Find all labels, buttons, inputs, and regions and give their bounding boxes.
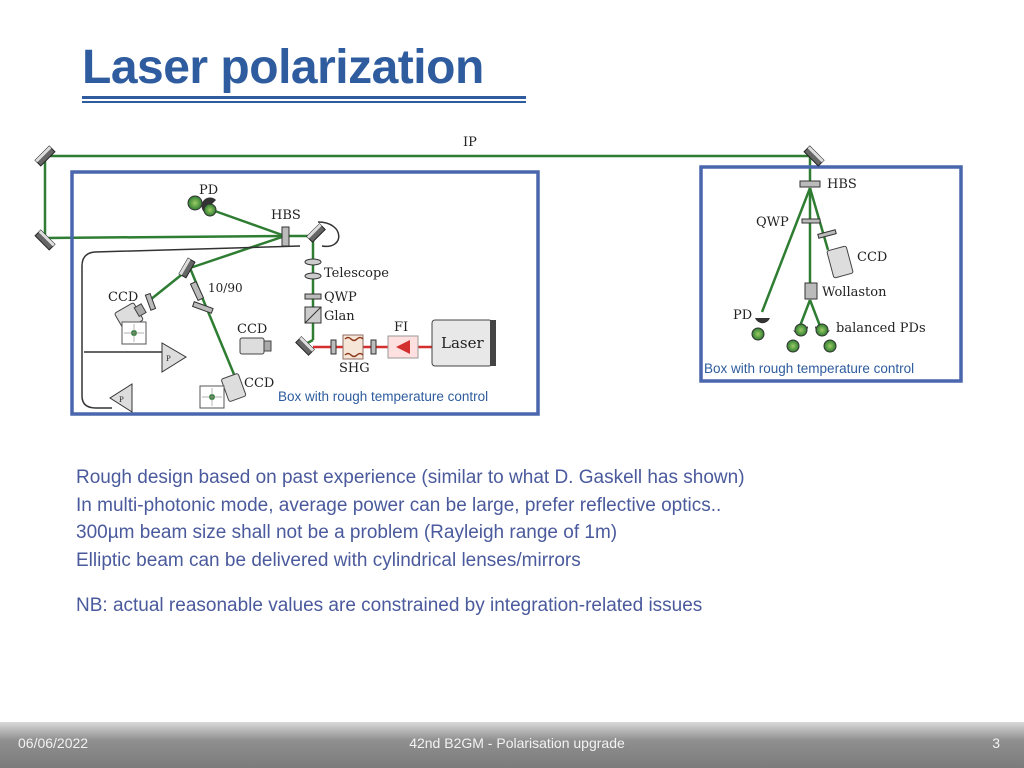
ccd-camera-right	[826, 245, 854, 279]
body-line: Rough design based on past experience (s…	[76, 467, 745, 488]
qwp-element	[304, 293, 322, 300]
svg-text:P: P	[166, 355, 171, 363]
label-ip: IP	[463, 135, 477, 150]
slide-title: Laser polarization	[82, 41, 484, 94]
body-line: 300µm beam size shall not be a problem (…	[76, 522, 618, 543]
mirror-hbs-right	[306, 223, 326, 243]
label-qwp-right: QWP	[756, 215, 789, 230]
label-fi: FI	[394, 320, 408, 335]
photodiode-pd-left	[187, 195, 217, 217]
label-balanced-pds: balanced PDs	[836, 321, 926, 336]
hbs-right-element	[799, 180, 821, 188]
label-glan: Glan	[324, 309, 355, 324]
label-qwp-left: QWP	[324, 290, 357, 305]
mirror-bottom-left	[34, 229, 56, 251]
caption-left-box: Box with rough temperature control	[278, 389, 488, 404]
faraday-isolator	[387, 335, 419, 359]
left-enclosure	[70, 170, 540, 416]
qwp-right-element	[801, 218, 821, 224]
glan-prism	[304, 306, 322, 324]
photodiode-pd-right	[751, 318, 770, 341]
body-line: In multi-photonic mode, average power ca…	[76, 494, 722, 516]
label-pd-right: PD	[733, 308, 752, 323]
title-underline	[82, 96, 526, 99]
ccd-camera-bottom	[221, 373, 247, 402]
ccd-camera-mid	[239, 337, 272, 355]
mirror-fold	[295, 336, 315, 356]
laser-head	[431, 319, 496, 367]
splitter-10-90	[189, 280, 205, 302]
label-hbs-left: HBS	[271, 208, 301, 223]
slide-footer: 06/06/2022 42nd B2GM - Polarisation upgr…	[0, 722, 1024, 768]
label-laser: Laser	[441, 334, 484, 352]
body-line: Elliptic beam can be delivered with cyli…	[76, 549, 581, 571]
caption-right-box: Box with rough temperature control	[704, 361, 914, 376]
label-pd-left: PD	[199, 183, 218, 198]
wollaston-prism	[804, 282, 818, 300]
label-telescope: Telescope	[324, 266, 389, 281]
label-split-ratio: 10/90	[208, 281, 243, 295]
footer-page-number: 3	[992, 735, 1000, 751]
polarimeter-setup-diagram: P P	[34, 135, 963, 416]
label-ccd-top: CCD	[108, 290, 138, 305]
right-enclosure	[699, 165, 963, 383]
hbs-element	[281, 226, 290, 247]
lens-ccd-right	[817, 229, 837, 239]
body-note: NB: actual reasonable values are constra…	[76, 595, 703, 616]
mirror-top-right	[803, 145, 825, 167]
label-ccd-mid: CCD	[237, 322, 267, 337]
label-shg: SHG	[339, 361, 370, 376]
body-text: Rough design based on past experience (s…	[76, 464, 976, 620]
ccd-spot-bottom	[199, 385, 225, 409]
return-path	[81, 221, 340, 409]
label-ccd-bottom: CCD	[244, 376, 274, 391]
amplifier-lower: P	[109, 383, 133, 413]
label-wollaston: Wollaston	[822, 285, 887, 300]
title-underline-thin	[82, 101, 526, 103]
amplifier-upper: P	[161, 342, 187, 373]
balanced-photodiodes	[786, 323, 837, 353]
label-ccd-right: CCD	[857, 250, 887, 265]
mirror-split	[178, 257, 196, 279]
lens-ccd-top	[144, 292, 157, 311]
mirror-top-left	[34, 145, 56, 167]
ccd-spot-top	[121, 321, 147, 345]
lens-ccd-bottom	[191, 301, 214, 314]
shg-crystal	[330, 334, 377, 360]
telescope-lenses	[304, 258, 322, 280]
label-hbs-right: HBS	[827, 177, 857, 192]
footer-date: 06/06/2022	[18, 735, 89, 751]
svg-text:P: P	[119, 396, 124, 404]
footer-title: 42nd B2GM - Polarisation upgrade	[409, 735, 625, 751]
